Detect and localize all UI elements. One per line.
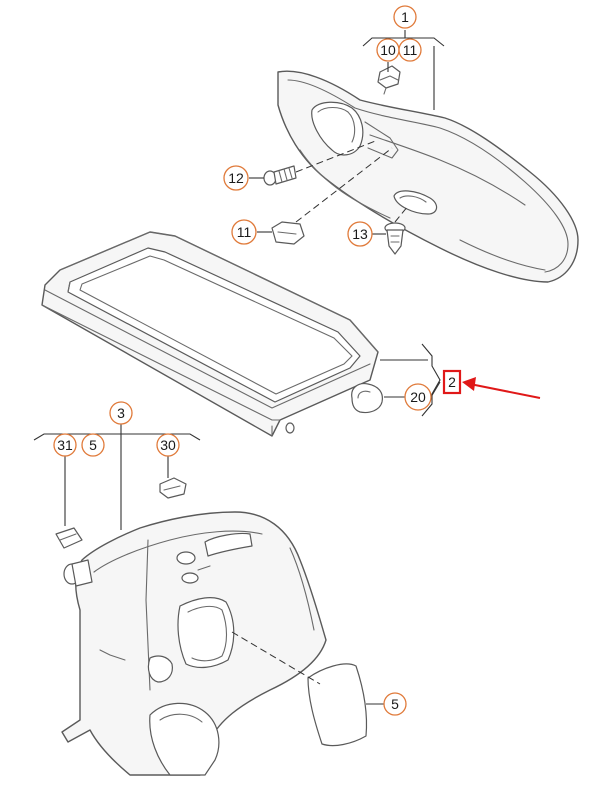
svg-text:13: 13	[352, 226, 368, 242]
callout-11-left[interactable]: 11	[231, 219, 257, 245]
parcel-shelf	[41, 231, 379, 437]
cover-5	[307, 663, 368, 747]
svg-text:3: 3	[117, 405, 125, 421]
clip-20	[351, 383, 383, 414]
svg-text:5: 5	[89, 437, 97, 453]
callout-12[interactable]: 12	[223, 165, 249, 191]
svg-text:31: 31	[57, 437, 73, 453]
callout-31[interactable]: 31	[53, 433, 77, 457]
svg-text:20: 20	[410, 389, 426, 405]
svg-text:12: 12	[228, 170, 244, 186]
callout-10[interactable]: 10	[376, 38, 400, 62]
svg-text:30: 30	[160, 437, 176, 453]
clip-30	[159, 477, 187, 499]
callout-20[interactable]: 20	[404, 383, 432, 411]
clip-11-left	[271, 221, 305, 245]
svg-text:10: 10	[380, 42, 396, 58]
svg-text:5: 5	[391, 696, 399, 712]
callout-5-bottom[interactable]: 5	[383, 692, 407, 716]
svg-text:11: 11	[403, 42, 418, 58]
clip-31	[55, 527, 83, 549]
callout-2[interactable]: 2	[442, 369, 462, 395]
side-trim-panel	[277, 70, 579, 283]
callout-30[interactable]: 30	[156, 433, 180, 457]
callout-13[interactable]: 13	[347, 221, 373, 247]
clip-10-11-top	[377, 65, 401, 95]
svg-text:1: 1	[401, 9, 409, 25]
leader-lines	[33, 30, 445, 705]
callout-3[interactable]: 3	[109, 401, 133, 425]
callout-1[interactable]: 1	[393, 5, 417, 29]
lower-side-trim	[61, 511, 327, 776]
callout-5-top[interactable]: 5	[81, 433, 105, 457]
push-clip-13	[384, 222, 406, 255]
svg-text:2: 2	[448, 374, 456, 390]
svg-text:11: 11	[237, 224, 252, 240]
screw-12	[263, 165, 297, 186]
callout-11-top[interactable]: 11	[398, 38, 422, 62]
red-pointer-arrow	[462, 377, 541, 399]
